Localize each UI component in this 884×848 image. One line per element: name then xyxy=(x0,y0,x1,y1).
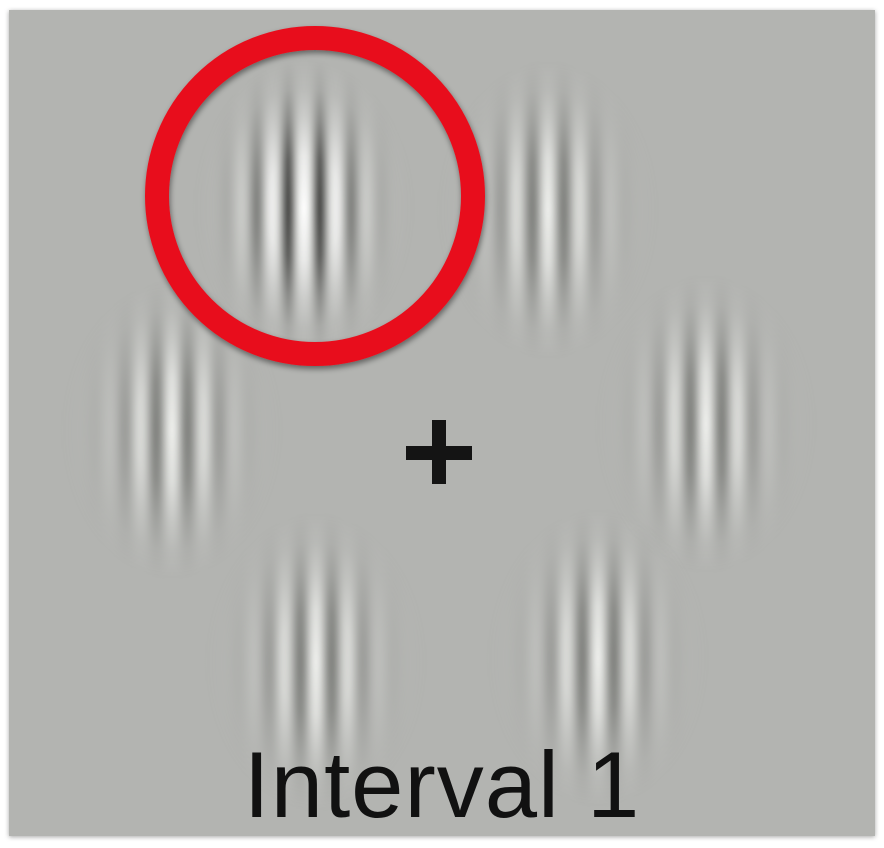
interval-label: Interval 1 xyxy=(243,732,641,837)
gabor-middle-right xyxy=(594,274,819,574)
fixation-cross xyxy=(406,420,472,484)
gabor-bottom-right xyxy=(486,508,711,808)
gabor-top-left xyxy=(192,58,417,358)
gabor-bottom-left xyxy=(204,512,429,812)
gabor-middle-left xyxy=(60,280,285,580)
gabor-layer xyxy=(60,58,819,812)
cue-circle xyxy=(145,26,485,366)
